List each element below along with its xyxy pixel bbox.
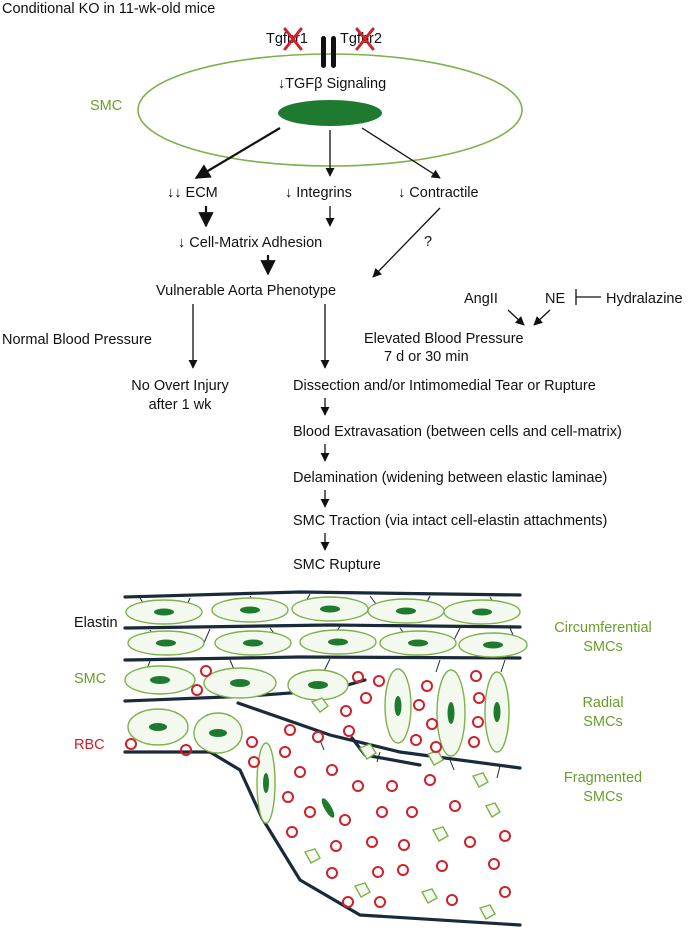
smc-nucleus [278,100,382,126]
no-injury-line1: No Overt Injury [131,378,229,394]
frag-smcs-line2: SMCs [583,789,622,805]
elevated-bp-line2: 7 d or 30 min [384,349,469,365]
effect-integrins: ↓ Integrins [285,185,352,201]
adhesion-label: ↓ Cell-Matrix Adhesion [178,235,322,251]
elastin-lamina-5-upper [236,701,522,770]
normal-bp-label: Normal Blood Pressure [2,332,152,348]
signaling-label: ↓TGFβ Signaling [278,76,386,92]
elastin-lamina-2 [123,623,522,630]
frag-smcs-line1: Fragmented [564,770,642,786]
elastin-lamina-6 [123,750,522,927]
elastin-lamina-1 [123,590,522,599]
elastin-lamina-3 [123,655,522,662]
drug-ne: NE [545,291,565,307]
tissue-label-smc: SMC [74,671,106,687]
radial-smcs-line2: SMCs [583,714,622,730]
elevated-bp-line1: Elevated Blood Pressure [364,331,524,347]
header-title: Conditional KO in 11-wk-old mice [2,1,215,17]
tgfb-receptors [321,36,336,68]
drug-hydralazine: Hydralazine [606,291,683,307]
tissue-illustration [123,590,528,927]
tissue-label-rbc: RBC [74,737,105,753]
step-extravasation: Blood Extravasation (between cells and c… [293,424,622,440]
question-mark: ? [424,234,432,250]
knockout-x-icon-2 [355,27,375,51]
phenotype-label: Vulnerable Aorta Phenotype [156,283,336,299]
drug-angii: AngII [464,291,498,307]
step-dissection: Dissection and/or Intimomedial Tear or R… [293,378,596,394]
tissue-label-elastin: Elastin [74,615,118,631]
step-delamination: Delamination (widening between elastic l… [293,470,607,486]
circ-smcs-line2: SMCs [583,639,622,655]
radial-smcs-line1: Radial [582,695,623,711]
receptor-tgfbr2: Tgfbr2 [340,31,382,47]
effect-contractile: ↓ Contractile [398,185,479,201]
effect-ecm: ↓↓ ECM [167,185,218,201]
circ-smcs-line1: Circumferential [554,620,652,636]
knockout-x-icon-1 [283,27,303,51]
step-traction: SMC Traction (via intact cell-elastin at… [293,513,607,529]
step-smc-rupture: SMC Rupture [293,557,381,573]
no-injury-line2: after 1 wk [149,397,213,413]
cell-label-smc: SMC [90,98,122,114]
